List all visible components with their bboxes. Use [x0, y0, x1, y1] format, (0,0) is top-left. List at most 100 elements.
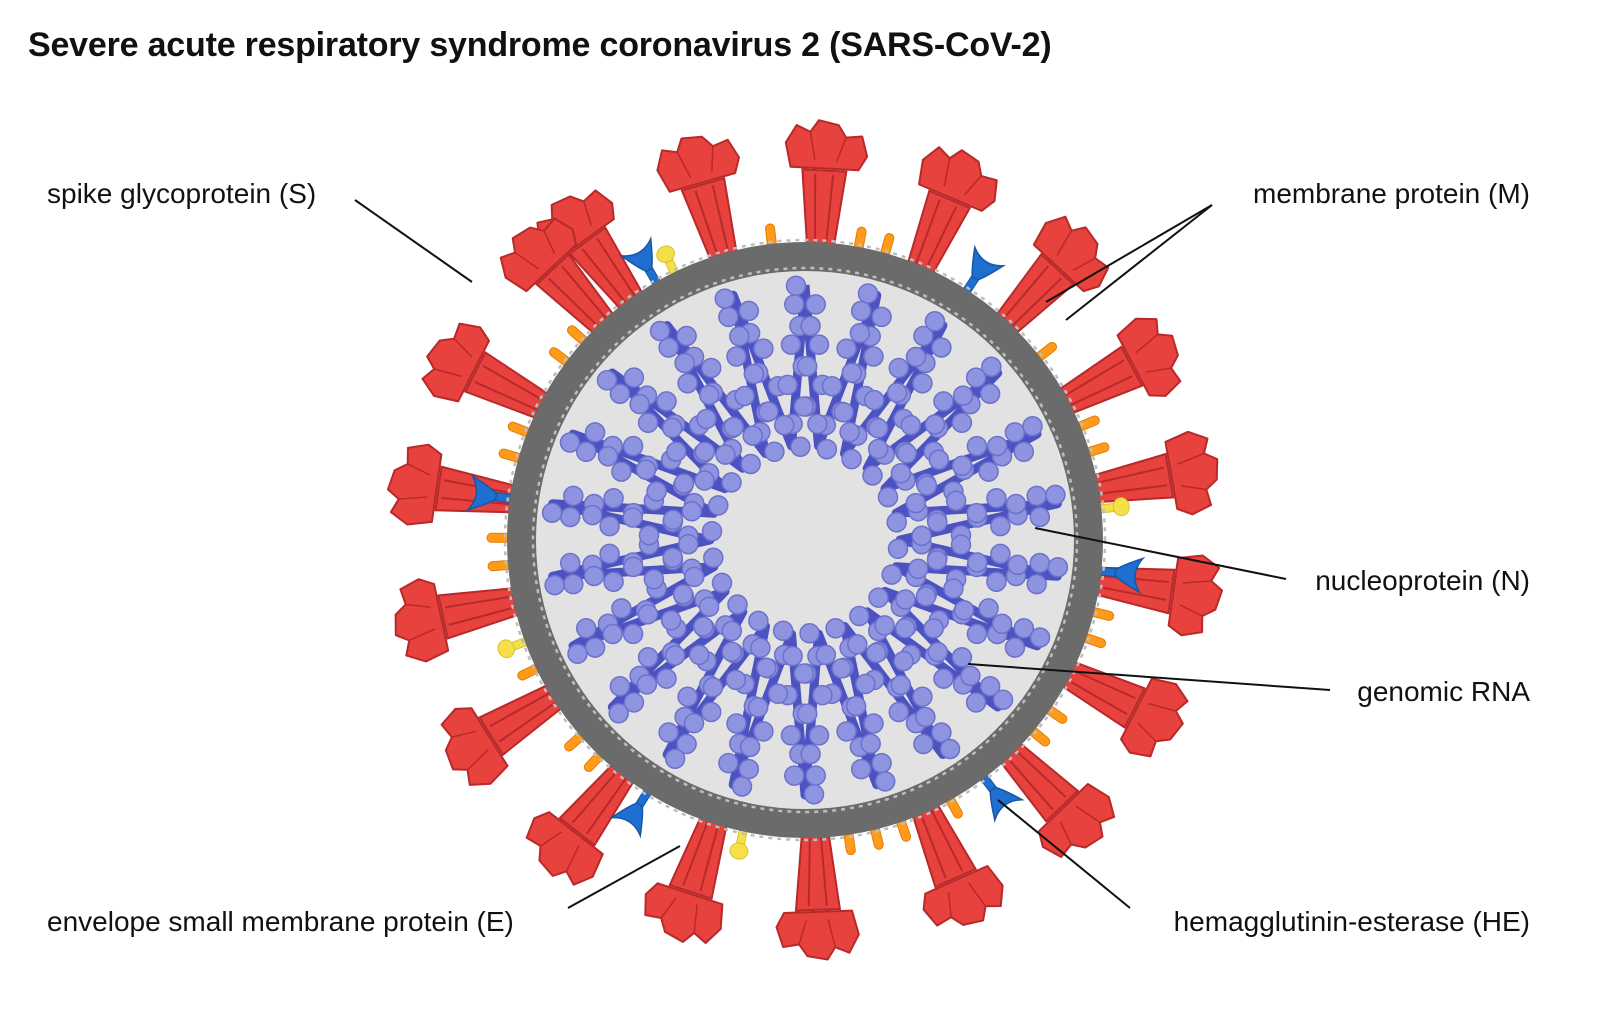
nucleoprotein-n: [833, 401, 854, 423]
nucleoprotein-n: [886, 382, 908, 403]
nucleoprotein-n: [563, 485, 584, 507]
nucleoprotein-n: [637, 603, 659, 625]
nucleoprotein-n: [1007, 554, 1028, 576]
nucleoprotein-n: [743, 363, 765, 385]
nucleoprotein-n: [753, 338, 774, 359]
nucleoprotein-n: [990, 543, 1011, 565]
nucleoprotein-n: [638, 524, 660, 546]
nucleoprotein-n: [965, 367, 987, 388]
nucleoprotein-n: [764, 441, 785, 463]
nucleoprotein-n: [951, 412, 973, 433]
spike-glycoprotein-s: [902, 146, 998, 287]
nucleoprotein-n: [623, 367, 645, 388]
nucleoprotein-n: [979, 676, 1001, 697]
nucleoprotein-n: [731, 776, 753, 797]
nucleoprotein-n: [871, 306, 892, 328]
nucleoprotein-n: [559, 506, 581, 528]
nucleoprotein-n: [622, 623, 644, 645]
nucleoprotein-n: [821, 375, 843, 397]
nucleoprotein-n: [845, 695, 867, 717]
nucleoprotein-n: [1045, 484, 1066, 506]
nucleoprotein-n: [661, 417, 683, 439]
nucleoprotein-n: [886, 511, 907, 533]
nucleoprotein-n: [796, 703, 818, 725]
nucleoprotein-n: [608, 703, 629, 724]
nucleoprotein-n: [683, 566, 705, 588]
nucleoprotein-n: [896, 443, 917, 464]
nucleoprotein-n: [715, 444, 736, 465]
nucleoprotein-n: [905, 346, 927, 368]
leader-line-membrane-2: [1065, 204, 1213, 321]
nucleoprotein-n: [696, 408, 717, 430]
nucleoprotein-n: [672, 584, 694, 605]
nucleoprotein-n: [611, 598, 632, 619]
nucleoprotein-n: [836, 338, 857, 359]
nucleoprotein-n: [603, 488, 624, 509]
nucleoprotein-n: [777, 374, 798, 396]
nucleoprotein-n: [867, 418, 889, 439]
nucleoprotein-n: [725, 669, 747, 691]
nucleoprotein-n: [541, 502, 563, 523]
leader-line-membrane-1: [1045, 204, 1213, 303]
nucleoprotein-n: [1026, 573, 1047, 595]
nucleoprotein-n: [952, 385, 974, 406]
nucleoprotein-n: [1013, 617, 1035, 639]
nucleoprotein-n: [874, 615, 895, 636]
spike-glycoprotein-s: [775, 820, 860, 961]
nucleoprotein-n: [563, 573, 584, 595]
nucleoprotein-n: [597, 445, 619, 467]
nucleoprotein-n: [900, 414, 922, 436]
virus-particle: [386, 119, 1224, 961]
nucleoprotein-n: [841, 362, 863, 383]
nucleoprotein-n: [726, 713, 747, 734]
nucleoprotein-n: [559, 432, 581, 453]
nucleoprotein-n: [979, 383, 1001, 404]
nucleoprotein-n: [635, 459, 657, 481]
nucleoprotein-n: [805, 294, 826, 315]
nucleoprotein-n: [915, 586, 937, 607]
nucleoprotein-n: [662, 509, 684, 531]
nucleoprotein-n: [1029, 506, 1051, 528]
nucleoprotein-n: [950, 534, 972, 556]
nucleoprotein-n: [981, 356, 1002, 377]
nucleoprotein-n: [931, 722, 952, 743]
nucleoprotein-n: [750, 637, 771, 659]
nucleoprotein-n: [836, 721, 857, 742]
nucleoprotein-n: [863, 713, 884, 734]
nucleoprotein-n: [677, 372, 698, 394]
nucleoprotein-n: [544, 574, 565, 596]
nucleoprotein-n: [895, 589, 916, 610]
nucleoprotein-n: [831, 658, 852, 679]
nucleoprotein-n: [603, 571, 624, 592]
nucleoprotein-n: [905, 492, 927, 514]
nucleoprotein-n: [960, 665, 981, 687]
nucleoprotein-n: [894, 618, 916, 639]
nucleoprotein-n: [575, 617, 597, 639]
nucleoprotein-n: [863, 346, 884, 367]
nucleoprotein-n: [986, 488, 1007, 509]
label-envelope-protein: envelope small membrane protein (E): [47, 906, 514, 937]
nucleoprotein-n: [933, 391, 954, 412]
nucleoprotein-n: [890, 674, 912, 696]
leader-line-genomic-rna: [967, 663, 1331, 691]
nucleoprotein-n: [656, 391, 677, 412]
nucleoprotein-n: [871, 752, 892, 774]
nucleoprotein-n: [790, 436, 811, 457]
nucleoprotein-n: [688, 644, 710, 666]
nucleoprotein-n: [780, 725, 802, 746]
nucleoprotein-n: [658, 722, 679, 743]
nucleoprotein-n: [862, 465, 883, 486]
nucleoprotein-n: [611, 461, 632, 482]
nucleoprotein-n: [677, 686, 698, 708]
nucleoprotein-n: [711, 572, 733, 594]
leader-line-nucleoprotein: [1034, 527, 1287, 580]
nucleoprotein-n: [966, 502, 987, 524]
nucleoprotein-n: [927, 641, 949, 663]
nucleoprotein-n: [676, 325, 697, 347]
membrane-outer-edge: [503, 238, 1107, 842]
nucleoprotein-n: [767, 683, 789, 705]
leader-line-envelope: [567, 845, 681, 909]
nucleoprotein-n: [584, 637, 606, 658]
nucleoprotein-n: [784, 765, 805, 786]
